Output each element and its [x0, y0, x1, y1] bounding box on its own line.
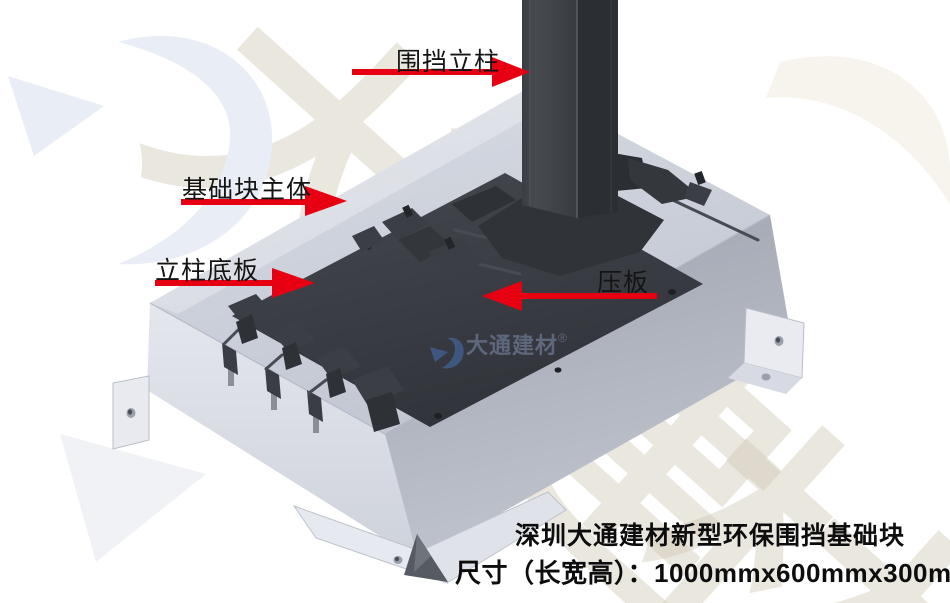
anchor-bracket-front-corner — [292, 491, 567, 585]
brand-watermark: 大通建材 ® — [430, 329, 567, 373]
front-edge-slots — [222, 343, 323, 433]
arrow-column — [352, 57, 530, 87]
brand-watermark-text: 大通建材 — [466, 333, 559, 358]
block-right-face — [385, 215, 793, 560]
registered-mark: ® — [558, 331, 567, 345]
arrow-clamp — [482, 281, 657, 311]
label-base-plate: 立柱底板 — [155, 257, 260, 285]
block-front-face — [147, 303, 418, 560]
arrow-block-body — [181, 186, 347, 216]
anchor-bracket-left — [112, 375, 150, 450]
column-base-flare — [478, 196, 664, 276]
background-logo-watermarks — [8, 35, 950, 562]
brand-logo-icon — [430, 337, 464, 369]
enclosure-column — [478, 0, 664, 276]
label-block-body: 基础块主体 — [182, 176, 313, 204]
clamp-hardware — [228, 150, 712, 432]
label-clamp: 压板 — [597, 269, 650, 297]
caption-title: 深圳大通建材新型环保围挡基础块 — [514, 522, 905, 550]
caption-dimensions: 尺寸（长宽高）：1000mmx600mmx300mm — [455, 558, 950, 588]
callout-arrows — [155, 57, 657, 311]
anchor-bracket-right — [728, 307, 805, 394]
label-enclosure-column: 围挡立柱 — [396, 48, 501, 76]
arrow-base-plate — [155, 268, 315, 298]
